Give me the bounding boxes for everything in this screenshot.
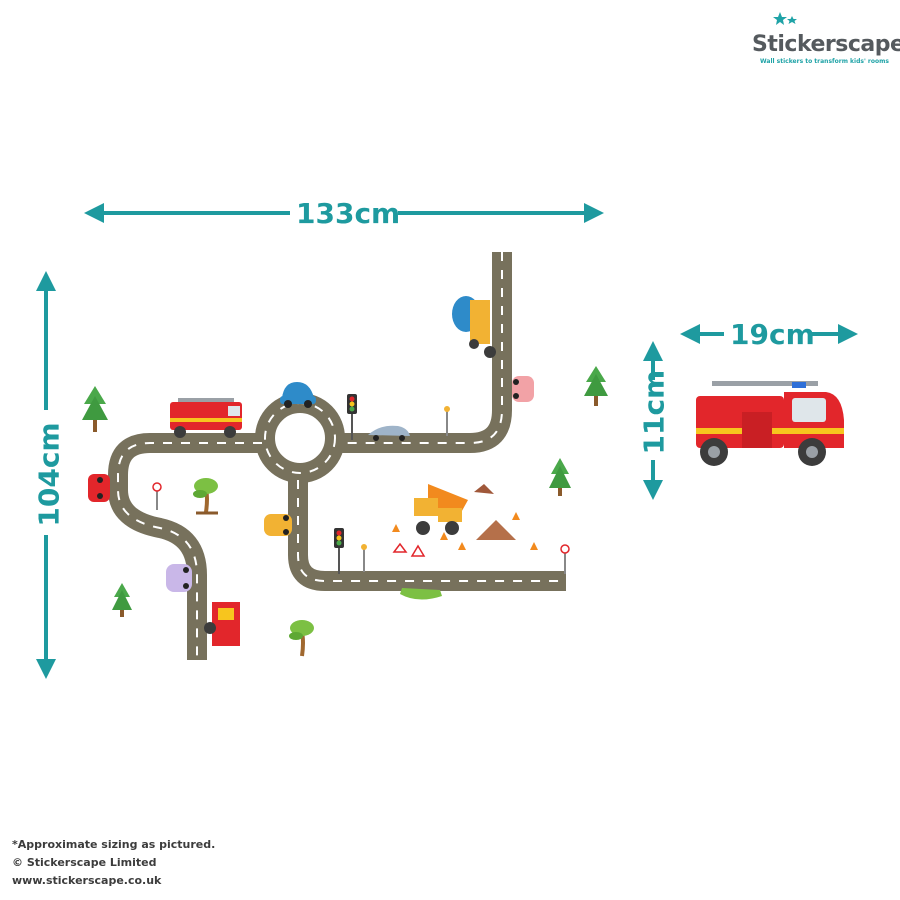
tree-icon <box>112 583 132 617</box>
star-icon <box>773 12 797 25</box>
footer-copyright: © Stickerscape Limited <box>12 856 157 869</box>
palm-tree-icon <box>289 620 314 657</box>
brand-name: Stickerscape <box>752 32 900 57</box>
brand-tagline: Wall stickers to transform kids' rooms <box>760 58 889 65</box>
car-icon <box>400 588 442 600</box>
fire-engine-icon <box>696 381 844 466</box>
car-icon <box>368 425 410 441</box>
width-label: 133cm <box>296 197 401 230</box>
single-width-label: 19cm <box>730 318 815 351</box>
dumper-truck-icon <box>414 484 468 535</box>
single-height-label: 11cm <box>637 369 671 455</box>
cement-mixer-icon <box>452 296 496 358</box>
petrol-pump-icon <box>204 602 240 646</box>
car-icon <box>264 514 292 536</box>
height-label: 104cm <box>32 422 66 527</box>
road-sign-icon <box>392 542 426 557</box>
tree-icon <box>549 458 571 496</box>
footer-note: *Approximate sizing as pictured. <box>12 838 216 851</box>
car-icon <box>280 382 316 408</box>
traffic-light-icon <box>347 394 357 440</box>
tree-icon <box>82 386 108 432</box>
traffic-light-icon <box>334 528 344 574</box>
car-icon <box>512 376 534 402</box>
fire-engine-icon <box>170 398 242 438</box>
road-track <box>108 252 566 660</box>
street-lamp-icon <box>152 406 570 574</box>
palm-tree-icon <box>193 478 218 515</box>
car-icon <box>166 564 192 592</box>
footer-website[interactable]: www.stickerscape.co.uk <box>12 874 162 887</box>
car-icon <box>88 474 110 502</box>
traffic-cone-icon <box>392 512 538 550</box>
dirt-pile-icon <box>474 484 516 540</box>
tree-icon <box>584 366 608 406</box>
brand-logo[interactable]: Stickerscape Wall stickers to transform … <box>740 10 900 70</box>
